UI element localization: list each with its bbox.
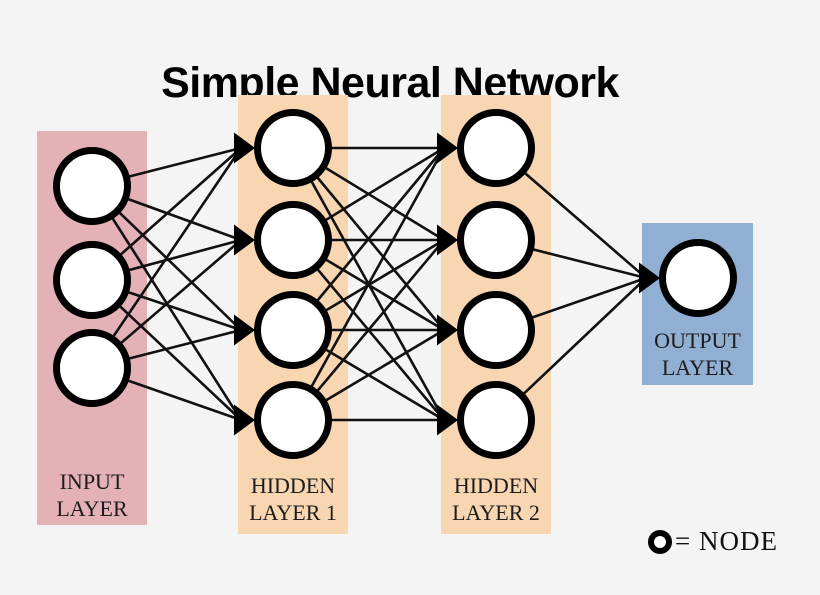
layer-label-hidden-2: LAYER 2 bbox=[452, 500, 540, 525]
layer-label-hidden-2: HIDDEN bbox=[454, 473, 538, 498]
layer-label-hidden-1: LAYER 1 bbox=[249, 500, 337, 525]
arrowhead bbox=[437, 132, 458, 164]
node-circle bbox=[254, 109, 332, 187]
node-circle bbox=[53, 329, 131, 407]
node-circle bbox=[457, 291, 535, 369]
node-circle bbox=[254, 201, 332, 279]
node-circle-icon bbox=[648, 529, 672, 554]
arrowhead bbox=[639, 262, 660, 294]
layer-label-hidden-1: HIDDEN bbox=[251, 473, 335, 498]
layer-label-output: OUTPUT bbox=[654, 328, 741, 353]
connection-line bbox=[90, 147, 243, 369]
legend-label: = NODE bbox=[675, 526, 778, 556]
node-circle bbox=[53, 147, 131, 225]
connection-line bbox=[291, 147, 446, 421]
node-circle bbox=[457, 201, 535, 279]
node-circle bbox=[254, 291, 332, 369]
connection-line bbox=[291, 147, 446, 331]
node-circle bbox=[53, 241, 131, 319]
node-circle bbox=[254, 381, 332, 459]
legend: = NODE bbox=[648, 526, 778, 557]
node-circle bbox=[457, 109, 535, 187]
node-circle bbox=[457, 381, 535, 459]
connection-line bbox=[292, 239, 445, 421]
layer-label-input: LAYER bbox=[56, 496, 128, 521]
arrowhead bbox=[437, 314, 458, 346]
arrowhead bbox=[234, 132, 255, 164]
arrowhead bbox=[234, 314, 255, 346]
arrowhead bbox=[234, 404, 255, 436]
arrowhead bbox=[234, 224, 255, 256]
layer-label-input: INPUT bbox=[60, 469, 125, 494]
arrowhead bbox=[437, 404, 458, 436]
arrowhead bbox=[437, 224, 458, 256]
node-circle bbox=[659, 239, 737, 317]
layer-label-output: LAYER bbox=[662, 355, 734, 380]
